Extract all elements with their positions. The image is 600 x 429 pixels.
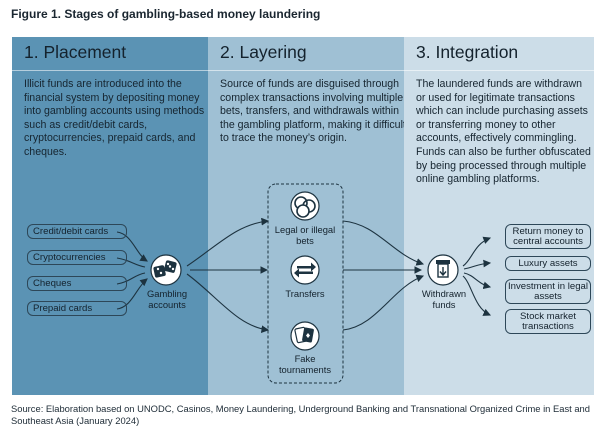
layering-description: Source of funds are disguised through co… <box>220 78 406 145</box>
connector-crypto <box>116 257 146 268</box>
source-footnote: Source: Elaboration based on UNODC, Casi… <box>11 403 590 426</box>
transfer-arrows-icon <box>290 255 320 285</box>
atm-withdrawal-icon <box>427 254 459 286</box>
dice-icon <box>150 254 182 286</box>
withdrawn-funds-label: Withdrawn funds <box>421 288 467 310</box>
integration-title: 3. Integration <box>416 42 519 62</box>
flow-diagram: Credit/debit cards Cryptocurrencies Cheq… <box>12 176 594 395</box>
connector-bets-out <box>342 220 425 266</box>
flow-connectors <box>116 183 492 384</box>
outcome-investment-legal-assets: Investment in legal assets <box>505 279 591 304</box>
placement-divider <box>12 70 208 71</box>
playing-cards-icon <box>290 321 320 351</box>
source-prepaid-cards: Prepaid cards <box>27 301 127 316</box>
integration-panel: 3. Integration The laundered funds are w… <box>404 37 594 395</box>
connector-to-tournaments <box>186 273 270 333</box>
placement-title: 1. Placement <box>24 42 127 62</box>
connector-tournaments-out <box>342 274 425 331</box>
connector-to-stock <box>462 275 492 316</box>
connector-to-central <box>462 236 492 267</box>
legal-illegal-bets-label: Legal or illegal bets <box>274 224 336 246</box>
placement-panel: 1. Placement Illicit funds are introduce… <box>12 37 208 395</box>
placement-description: Illicit funds are introduced into the fi… <box>24 78 205 158</box>
outcome-luxury-assets: Luxury assets <box>505 256 591 271</box>
connector-credit-cards <box>116 231 148 262</box>
source-cheques: Cheques <box>27 276 127 291</box>
transfers-label: Transfers <box>285 288 325 299</box>
figure-title: Figure 1. Stages of gambling-based money… <box>11 7 321 21</box>
layering-title: 2. Layering <box>220 42 307 62</box>
source-credit-debit-cards: Credit/debit cards <box>27 224 127 239</box>
fake-tournaments-label: Fake tournaments <box>278 353 332 375</box>
gambling-accounts-label: Gambling accounts <box>146 288 188 310</box>
connector-cheques <box>116 272 146 285</box>
outcome-return-money: Return money to central accounts <box>505 224 591 249</box>
source-cryptocurrencies: Cryptocurrencies <box>27 250 127 265</box>
connector-prepaid <box>116 278 148 310</box>
layering-divider <box>208 70 404 71</box>
integration-description: The laundered funds are withdrawn or use… <box>416 78 591 186</box>
connector-to-investment <box>463 272 492 290</box>
poker-chips-icon <box>290 191 320 221</box>
connector-to-bets <box>186 217 270 267</box>
connector-to-luxury <box>463 259 492 270</box>
outcome-stock-market-transactions: Stock market transactions <box>505 309 591 334</box>
integration-divider <box>404 70 594 71</box>
layering-group-box <box>267 183 344 384</box>
